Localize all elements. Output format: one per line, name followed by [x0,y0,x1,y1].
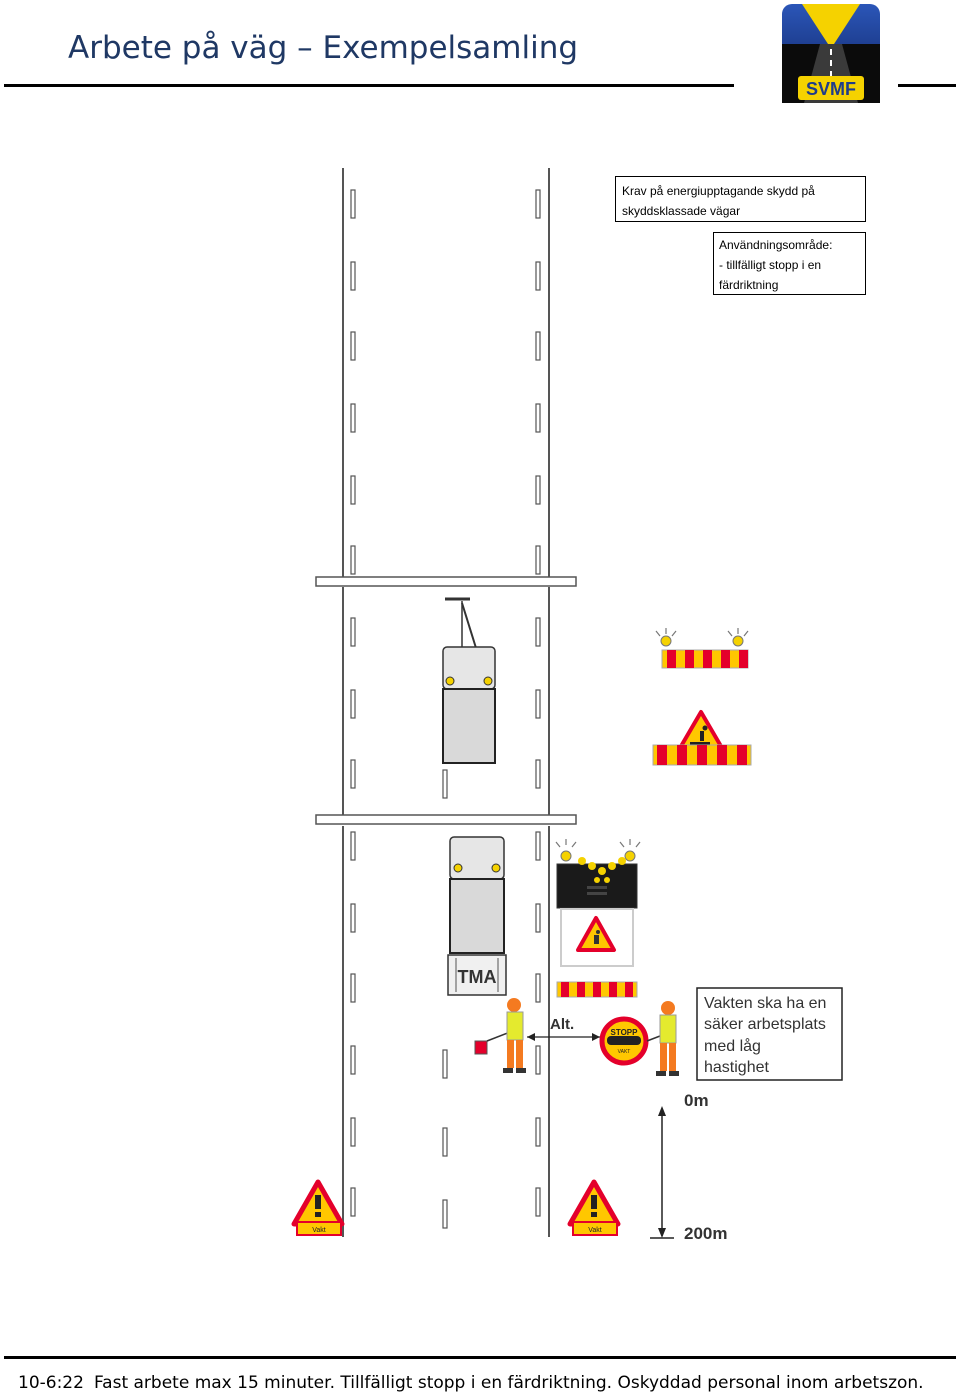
svg-text:Vakten ska ha en: Vakten ska ha en [704,995,826,1012]
svg-text:VAKT: VAKT [618,1049,631,1055]
usage-line-2: - tillfälligt stopp i en [719,258,822,272]
header-rule-left [4,84,734,87]
svg-text:Vakt: Vakt [588,1227,602,1234]
guard-note-box: Vakten ska ha en säker arbetsplats med l… [696,987,843,1081]
svg-text:Vakt: Vakt [312,1227,326,1234]
stop-sign-worker [646,1001,679,1076]
usage-line-3: färdriktning [719,278,779,292]
tma-label: TMA [458,967,497,987]
road-diagram: TMA [291,168,843,1243]
svg-text:säker arbetsplats: säker arbetsplats [704,1016,826,1033]
requirement-line-2: skyddsklassade vägar [622,204,741,218]
header-rule-right [898,84,956,87]
distance-end-label: 200m [684,1224,727,1243]
logo-text: SVMF [806,79,856,99]
footer-text: Fast arbete max 15 minuter. Tillfälligt … [93,1373,924,1393]
warning-sign-left: Vakt [291,1179,345,1236]
svg-text:hastighet: hastighet [704,1059,769,1076]
alt-arrow-head-left [527,1033,535,1041]
usage-line-1: Användningsområde: [719,238,833,252]
tma-vehicle: TMA [447,836,507,996]
stop-sign: STOPP VAKT [599,1016,649,1066]
lane-markings [350,189,541,1229]
footer-rule [4,1356,956,1359]
arrow-board [555,839,641,967]
requirement-box: Krav på energiupptagande skydd på skydds… [615,176,866,222]
alt-arrow-head-right [592,1033,600,1041]
requirement-line-1: Krav på energiupptagande skydd på [622,184,815,198]
svg-text:med låg: med låg [704,1037,761,1055]
page-title: Arbete på väg – Exempelsamling [68,30,579,66]
road-works-sign [652,710,752,766]
alt-label: Alt. [550,1016,574,1033]
usage-box: Användningsområde: - tillfälligt stopp i… [713,232,866,295]
cross-street-bottom [315,814,577,825]
small-barrier [556,981,638,998]
warning-sign-right: Vakt [567,1179,621,1236]
distance-start-label: 0m [684,1091,709,1110]
distance-marker: 0m 200m [650,1091,727,1243]
flagman-worker [474,998,526,1073]
svg-text:STOPP: STOPP [611,1028,639,1037]
barrier-with-lamps [655,628,749,669]
footer-code: 10-6:22 [18,1373,84,1393]
footer-caption: 10-6:22 Fast arbete max 15 minuter. Tillf… [18,1373,934,1393]
cross-street-top [315,576,577,587]
work-vehicle-upper [442,597,496,764]
svmf-logo: SVMF [782,4,880,103]
